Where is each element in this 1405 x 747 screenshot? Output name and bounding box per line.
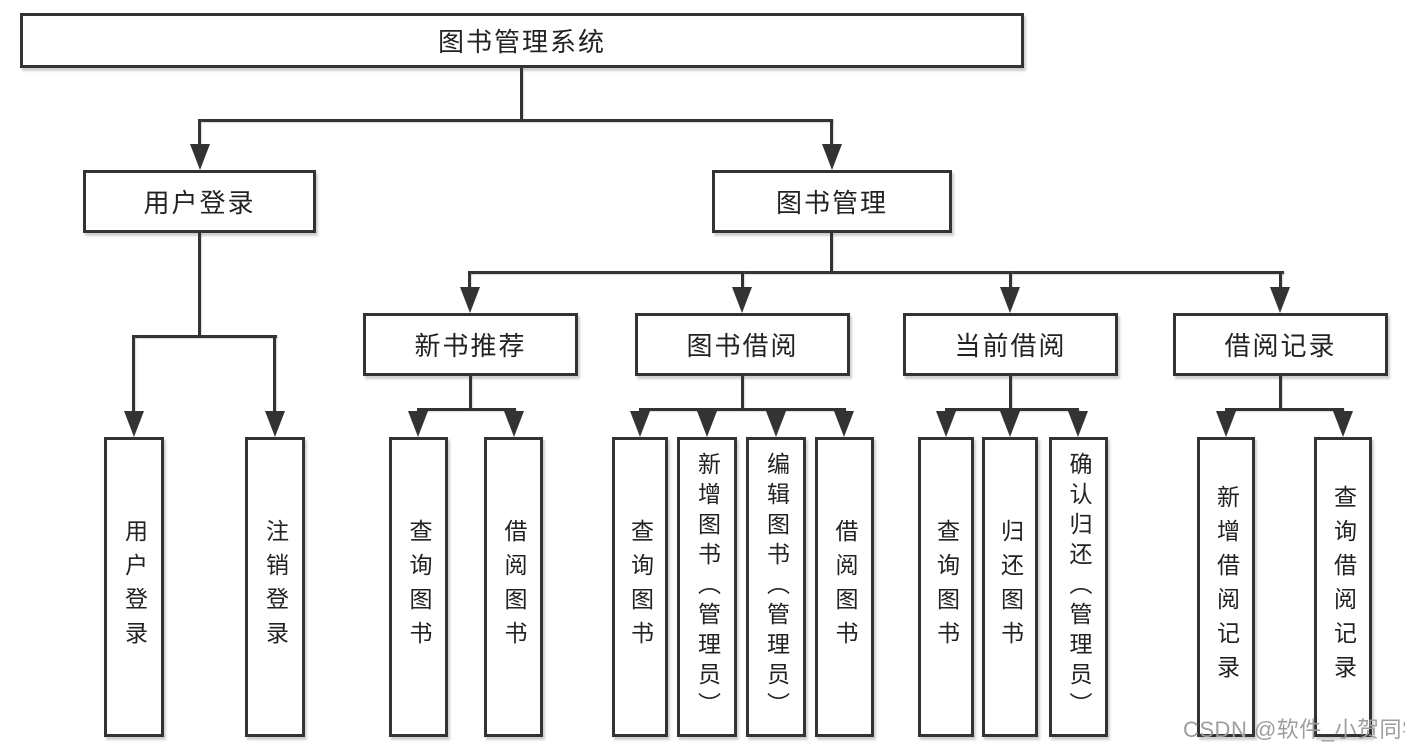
connector-line bbox=[1009, 271, 1012, 290]
connector-line bbox=[1225, 408, 1344, 411]
arrow-down-icon bbox=[1068, 411, 1088, 437]
connector-line bbox=[417, 408, 516, 411]
arrow-down-icon bbox=[460, 287, 480, 313]
connector-line bbox=[469, 271, 1284, 274]
connector-line bbox=[132, 335, 277, 338]
connector-line bbox=[520, 66, 523, 121]
watermark: CSDN @软件_小贺同学 bbox=[1183, 717, 1405, 742]
arrow-down-icon bbox=[265, 411, 285, 437]
leaf-user-login: 用户登录 bbox=[104, 437, 164, 737]
connector-line bbox=[1279, 271, 1282, 290]
node-book-borrow: 图书借阅 bbox=[635, 313, 850, 376]
connector-line bbox=[945, 408, 1079, 411]
node-user-login: 用户登录 bbox=[83, 170, 316, 233]
connector-line bbox=[469, 374, 472, 410]
arrow-down-icon bbox=[1333, 411, 1353, 437]
arrow-down-icon bbox=[1270, 287, 1290, 313]
leaf-cb-query-book: 查询图书 bbox=[918, 437, 974, 737]
node-root: 图书管理系统 bbox=[20, 13, 1024, 68]
leaf-br-add-record: 新增借阅记录 bbox=[1197, 437, 1255, 737]
connector-line bbox=[273, 335, 276, 414]
arrow-down-icon bbox=[1216, 411, 1236, 437]
node-current-borrow: 当前借阅 bbox=[903, 313, 1118, 376]
leaf-br-query-record: 查询借阅记录 bbox=[1314, 437, 1372, 737]
node-book-management: 图书管理 bbox=[712, 170, 952, 233]
arrow-down-icon bbox=[190, 144, 210, 170]
arrow-down-icon bbox=[834, 411, 854, 437]
connector-line bbox=[830, 119, 833, 146]
arrow-down-icon bbox=[936, 411, 956, 437]
connector-line bbox=[639, 408, 846, 411]
connector-line bbox=[741, 374, 744, 410]
connector-line bbox=[199, 119, 833, 122]
node-borrow-records: 借阅记录 bbox=[1173, 313, 1388, 376]
arrow-down-icon bbox=[124, 411, 144, 437]
leaf-rec-borrow-book: 借阅图书 bbox=[484, 437, 543, 737]
arrow-down-icon bbox=[1000, 287, 1020, 313]
arrow-down-icon bbox=[697, 411, 717, 437]
arrow-down-icon bbox=[408, 411, 428, 437]
connector-line bbox=[198, 119, 201, 146]
leaf-bb-add-book-admin: 新增图书（管理员） bbox=[677, 437, 737, 737]
arrow-down-icon bbox=[766, 411, 786, 437]
connector-line bbox=[830, 231, 833, 273]
connector-line bbox=[1009, 374, 1012, 410]
leaf-rec-query-book: 查询图书 bbox=[389, 437, 448, 737]
arrow-down-icon bbox=[732, 287, 752, 313]
connector-line bbox=[1279, 374, 1282, 410]
leaf-logout-login: 注销登录 bbox=[245, 437, 305, 737]
node-new-book-recommend: 新书推荐 bbox=[363, 313, 578, 376]
arrow-down-icon bbox=[504, 411, 524, 437]
connector-line bbox=[198, 230, 201, 337]
arrow-down-icon bbox=[822, 144, 842, 170]
leaf-bb-borrow-book: 借阅图书 bbox=[815, 437, 874, 737]
leaf-cb-return-book: 归还图书 bbox=[982, 437, 1038, 737]
connector-line bbox=[132, 335, 135, 414]
leaf-bb-query-book: 查询图书 bbox=[612, 437, 668, 737]
arrow-down-icon bbox=[1000, 411, 1020, 437]
arrow-down-icon bbox=[630, 411, 650, 437]
connector-line bbox=[468, 271, 471, 290]
connector-line bbox=[741, 271, 744, 290]
leaf-cb-confirm-return-admin: 确认归还（管理员） bbox=[1049, 437, 1108, 737]
leaf-bb-edit-book-admin: 编辑图书（管理员） bbox=[746, 437, 806, 737]
